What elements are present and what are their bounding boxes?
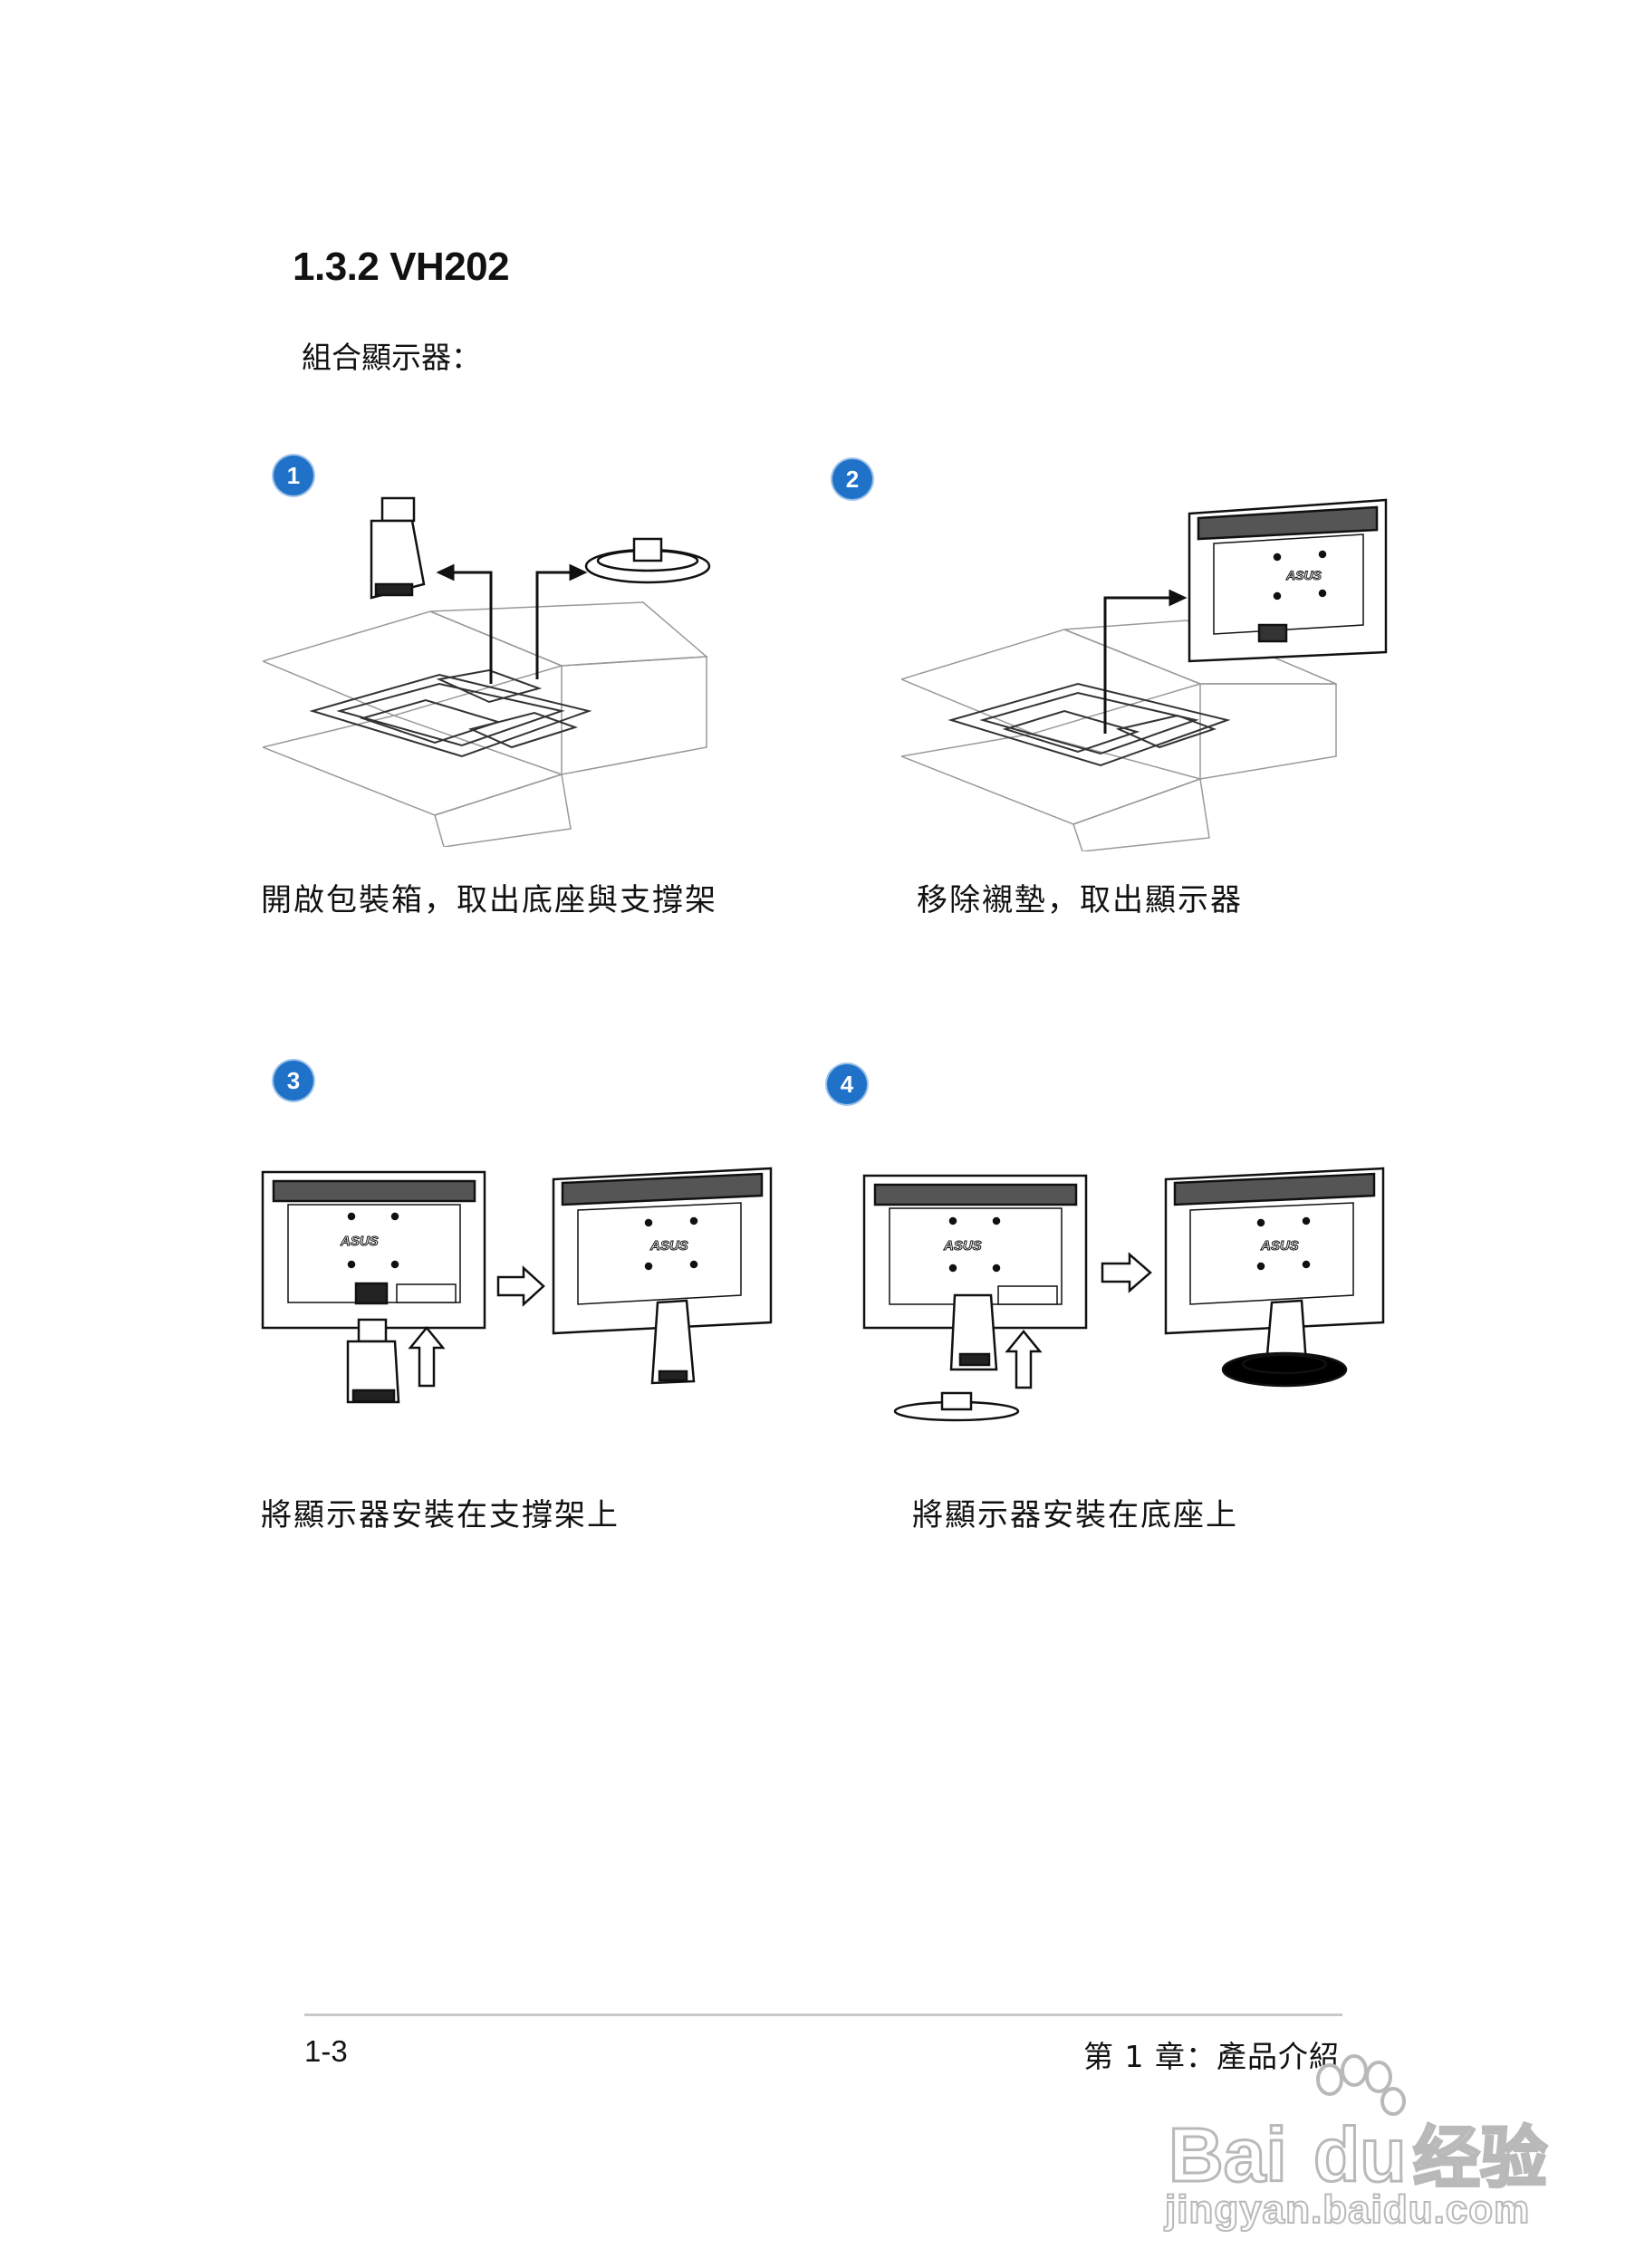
asus-logo: ASUS bbox=[340, 1234, 379, 1249]
watermark-url: jingyan.baidu.com bbox=[1164, 2186, 1531, 2233]
step-3-illustration: ASUS ASUS bbox=[261, 1159, 777, 1413]
outline-arrow-icon bbox=[408, 1265, 545, 1388]
monitor-back bbox=[1188, 498, 1388, 663]
arrow-icon bbox=[436, 563, 588, 684]
step-4-illustration: ASUS ASUS bbox=[862, 1159, 1388, 1422]
step-2-illustration: ASUS bbox=[901, 489, 1390, 851]
svg-text:经验: 经验 bbox=[1413, 2119, 1547, 2190]
step-1-badge: 1 bbox=[274, 456, 313, 495]
svg-text:Bai: Bai bbox=[1169, 2112, 1287, 2190]
step-3-badge: 3 bbox=[274, 1061, 313, 1100]
asus-logo: ASUS bbox=[1285, 568, 1322, 582]
support-arm bbox=[370, 496, 426, 600]
svg-text:du: du bbox=[1313, 2112, 1407, 2190]
step-4-badge: 4 bbox=[827, 1064, 867, 1104]
arrow-icon bbox=[1103, 589, 1188, 734]
support-arm bbox=[346, 1318, 400, 1404]
section-title: 1.3.2 VH202 bbox=[293, 245, 510, 289]
asus-logo: ASUS bbox=[649, 1238, 688, 1254]
outline-arrow-icon bbox=[1005, 1252, 1152, 1389]
support-arm bbox=[949, 1293, 998, 1371]
monitor-assembled bbox=[552, 1167, 773, 1385]
base-stand bbox=[893, 1391, 1020, 1422]
monitor-back bbox=[261, 1170, 486, 1330]
section-subtitle: 組合顯示器： bbox=[302, 340, 481, 375]
monitor-assembled bbox=[1164, 1167, 1385, 1388]
step-3-caption: 將顯示器安裝在支撐架上 bbox=[261, 1497, 620, 1533]
footer-rule bbox=[304, 2013, 1342, 2016]
step-2-badge: 2 bbox=[832, 459, 872, 499]
step-4-caption: 將顯示器安裝在底座上 bbox=[912, 1497, 1238, 1533]
step-2-caption: 移除襯墊，取出顯示器 bbox=[917, 882, 1243, 918]
step-1-illustration bbox=[263, 485, 716, 847]
chapter-label: 第 1 章：產品介紹 bbox=[1083, 2039, 1340, 2074]
base-stand bbox=[584, 537, 711, 584]
monitor-back bbox=[862, 1174, 1088, 1330]
asus-logo: ASUS bbox=[943, 1238, 982, 1254]
step-1-caption: 開啟包裝箱，取出底座與支撐架 bbox=[261, 882, 717, 918]
asus-logo: ASUS bbox=[1260, 1238, 1299, 1254]
baidu-watermark-logo: Bai du 经验 bbox=[1168, 2054, 1549, 2199]
page-number: 1-3 bbox=[304, 2034, 348, 2068]
